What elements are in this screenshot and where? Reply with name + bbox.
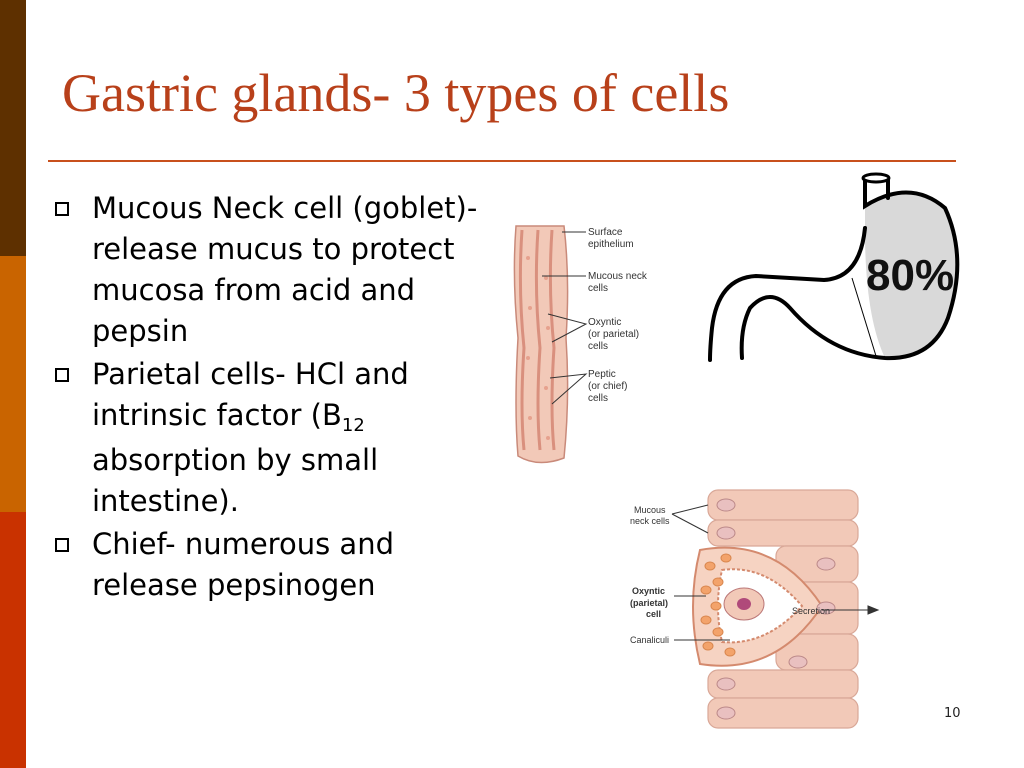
label-canaliculi: Canaliculi <box>630 635 669 645</box>
title-divider <box>48 160 956 162</box>
label-parietal: (parietal) <box>630 598 668 608</box>
gastric-gland-illustration: Surface epithelium Mucous neck cells Oxy… <box>508 218 658 468</box>
label-peptic: Peptic <box>588 369 616 380</box>
sidebar-band-middle <box>0 256 26 512</box>
bullet-parietal: Parietal cells- HCl and intrinsic factor… <box>50 354 480 522</box>
bullet-chief: Chief- numerous and release pepsinogen <box>50 524 480 606</box>
label-cells-3: cells <box>588 393 608 404</box>
bullet-list: Mucous Neck cell (goblet)- release mucus… <box>50 188 480 608</box>
bullet-square-icon <box>55 368 69 382</box>
sidebar-band-bottom <box>0 512 26 768</box>
label-mucous-neck: Mucous neck <box>588 271 648 282</box>
bullet-text-part2: absorption by small intestine). <box>92 443 379 518</box>
label-cells: cells <box>588 283 608 294</box>
stomach-diagram: 80% <box>708 172 960 362</box>
label-or-parietal: (or parietal) <box>588 329 639 340</box>
bullet-square-icon <box>55 538 69 552</box>
bullet-text: Chief- numerous and release pepsinogen <box>92 527 394 602</box>
label-cells-2: cells <box>588 341 608 352</box>
label-surface: Surface <box>588 227 623 238</box>
slide-title: Gastric glands- 3 types of cells <box>62 63 730 123</box>
parietal-cell-illustration: Mucous neck cells Oxyntic (parietal) cel… <box>626 486 886 732</box>
bullet-subscript: 12 <box>341 415 365 436</box>
label-or-chief: (or chief) <box>588 381 627 392</box>
label-epithelium: epithelium <box>588 239 634 250</box>
sidebar-decoration <box>0 0 26 768</box>
bullet-square-icon <box>55 202 69 216</box>
label-cell: cell <box>646 609 661 619</box>
label-oxyntic-cell: Oxyntic <box>632 586 665 596</box>
label-mucous: Mucous <box>634 505 666 515</box>
label-oxyntic: Oxyntic <box>588 317 621 328</box>
sidebar-band-top <box>0 0 26 256</box>
bullet-mucous-neck: Mucous Neck cell (goblet)- release mucus… <box>50 188 480 352</box>
bullet-text: Mucous Neck cell (goblet)- release mucus… <box>92 191 478 348</box>
label-neck-cells: neck cells <box>630 516 670 526</box>
page-number: 10 <box>944 706 961 721</box>
percent-label: 80% <box>866 251 954 300</box>
label-secretion: Secretion <box>792 606 830 616</box>
bullet-text-part1: Parietal cells- HCl and intrinsic factor… <box>92 357 409 432</box>
